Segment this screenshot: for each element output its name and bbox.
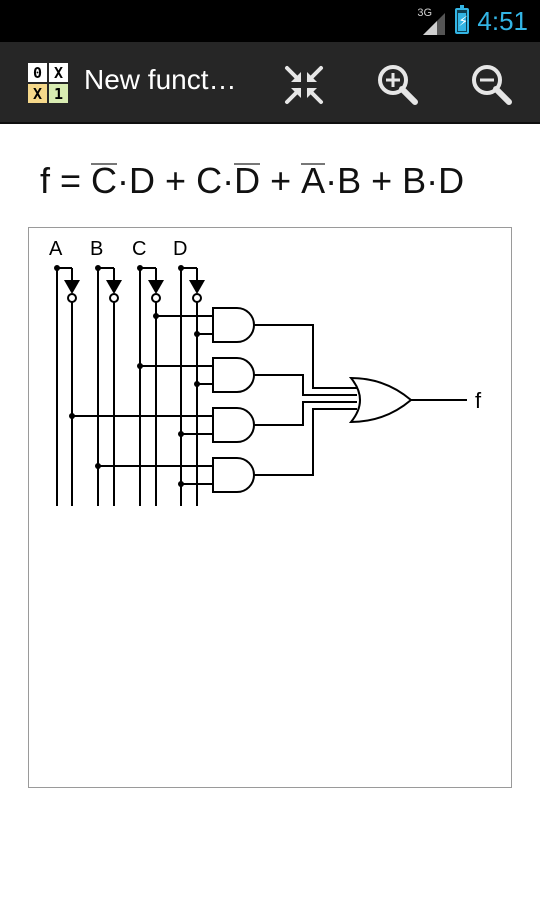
junction-dot	[178, 431, 184, 437]
input-label: B	[90, 238, 103, 260]
boolean-expression: f = C·D + C·D + A·B + B·D	[40, 160, 464, 202]
junction-dot	[153, 313, 159, 319]
plus-operator: +	[260, 160, 302, 201]
expression-term: A·B	[301, 160, 361, 201]
app-logo-icon[interactable]: 0 X X 1	[28, 63, 68, 103]
plus-operator: +	[155, 160, 197, 201]
not-bubble	[67, 293, 77, 303]
wire	[254, 374, 357, 396]
junction-dot	[178, 481, 184, 487]
input-label: C	[132, 238, 146, 260]
app-icon-cell: 0	[28, 63, 47, 82]
input-label: A	[49, 238, 63, 260]
literal: ·B	[325, 160, 362, 201]
expression-lhs: f =	[40, 160, 82, 201]
screen-title: New funct…	[84, 64, 237, 95]
junction-dot	[137, 363, 143, 369]
zoom-in-button[interactable]	[373, 60, 423, 110]
expression-term: C·D	[196, 160, 261, 201]
not-bubble	[151, 293, 161, 303]
not-gate	[64, 280, 80, 294]
and-gate	[212, 357, 255, 393]
collapse-arrows-icon	[285, 66, 323, 104]
not-bubble	[109, 293, 119, 303]
negated-literal: C	[91, 160, 118, 201]
output-label: f	[475, 388, 482, 413]
battery-charging-icon: ⚡	[455, 5, 470, 34]
and-gate	[212, 457, 255, 493]
action-bar	[0, 42, 540, 124]
plus-operator: +	[361, 160, 403, 201]
or-gate	[348, 376, 413, 424]
app-icon-cell: 1	[49, 84, 68, 103]
fit-to-screen-button[interactable]	[279, 60, 329, 110]
junction-dot	[194, 331, 200, 337]
wire	[254, 324, 357, 389]
junction-dot	[194, 381, 200, 387]
and-gate	[212, 407, 255, 443]
wire	[254, 408, 357, 476]
logic-circuit-diagram: A B C Df	[49, 238, 482, 506]
junction-dot	[95, 463, 101, 469]
zoom-out-button[interactable]	[467, 60, 517, 110]
input-label: D	[173, 238, 187, 260]
and-gate	[212, 307, 255, 343]
wire	[254, 401, 357, 426]
not-bubble	[192, 293, 202, 303]
status-bar: 3G ⚡ 4:51	[0, 0, 540, 42]
not-gate	[189, 280, 205, 294]
expression-term: C·D	[91, 160, 155, 201]
not-gate	[106, 280, 122, 294]
literal: B·D	[402, 160, 465, 201]
negated-literal: A	[301, 160, 326, 201]
network-signal-icon: 3G	[417, 7, 447, 35]
app-icon-cell: X	[49, 63, 68, 82]
junction-dot	[69, 413, 75, 419]
zoom-in-icon	[378, 65, 418, 105]
expression-term: B·D	[402, 160, 464, 201]
network-type: 3G	[417, 7, 433, 19]
literal: ·D	[117, 160, 156, 201]
app-icon-cell: X	[28, 84, 47, 103]
status-clock: 4:51	[477, 5, 528, 36]
zoom-out-icon	[472, 65, 512, 105]
literal: C·	[196, 160, 235, 201]
not-gate	[148, 280, 164, 294]
negated-literal: D	[234, 160, 261, 201]
